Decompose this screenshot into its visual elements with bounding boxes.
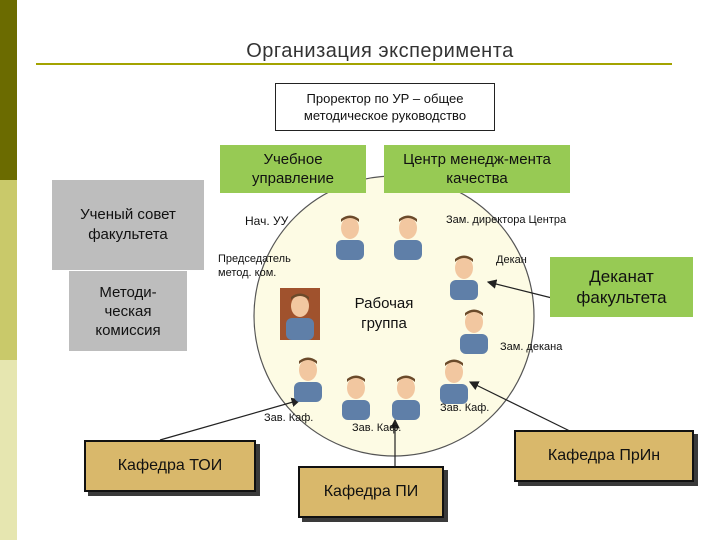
- role-nach-uu: Нач. УУ: [245, 214, 289, 228]
- sidebar-stripe-bottom: [0, 360, 17, 540]
- person-icon: [336, 215, 364, 260]
- uch-sovet-box: Ученый совет факультета: [52, 180, 204, 270]
- slide-title: Организация эксперимента: [246, 40, 514, 62]
- arrow-prin-to-zav: [468, 381, 581, 437]
- prorector-label: Проректор по УР – общее методическое рук…: [303, 91, 467, 123]
- sidebar-stripe-middle: [0, 180, 17, 360]
- role-predsedatel-text: Председатель метод. ком.: [218, 253, 291, 279]
- centr-box: Центр менедж-мента качества: [384, 145, 570, 193]
- person-icon: [342, 375, 370, 420]
- kafedra-pi-label: Кафедра ПИ: [323, 483, 419, 500]
- uchebnoe-label: Учебное управление: [251, 151, 335, 187]
- role-dekan: Декан: [496, 254, 527, 266]
- person-icon: [440, 359, 468, 404]
- working-group-text: Рабочая группа: [354, 295, 414, 332]
- kafedra-pi-box: Кафедра ПИ: [298, 466, 444, 518]
- dekanat-box: Деканат факультета: [550, 257, 693, 317]
- person-icon: [394, 215, 422, 260]
- title-divider: [36, 63, 672, 65]
- role-zam-dekana: Зам. декана: [500, 341, 563, 353]
- centr-label: Центр менедж-мента качества: [403, 151, 551, 187]
- person-icon: [286, 293, 314, 340]
- arrow-toi-to-zav: [159, 397, 302, 441]
- kafedra-toi-label: Кафедра ТОИ: [117, 457, 223, 474]
- chairperson-portrait: [280, 288, 320, 340]
- kafedra-toi-box: Кафедра ТОИ: [84, 440, 256, 492]
- role-zav-kaf-2: Зав. Каф.: [352, 422, 402, 434]
- person-icon: [460, 309, 488, 354]
- metod-label: Методи-ческая комиссия: [95, 283, 161, 339]
- kafedra-prin-box: Кафедра ПрИн: [514, 430, 694, 482]
- role-zam-direktora: Зам. директора Центра: [446, 214, 567, 226]
- sidebar-stripe-top: [0, 0, 17, 180]
- prorector-box: Проректор по УР – общее методическое рук…: [275, 83, 495, 131]
- role-zav-kaf-1: Зав. Каф.: [264, 412, 314, 424]
- uchebnoe-box: Учебное управление: [220, 145, 366, 193]
- arrow-dekanat-to-dekan: [486, 279, 561, 301]
- metod-box: Методи-ческая комиссия: [68, 270, 188, 352]
- person-icon: [294, 357, 322, 402]
- role-predsedatel: Председатель метод. ком.: [218, 252, 314, 280]
- role-zav-kaf-3: Зав. Каф.: [440, 402, 490, 414]
- person-icon: [450, 255, 478, 300]
- working-group-label: Рабочая группа: [336, 294, 432, 334]
- person-icon: [392, 375, 420, 420]
- uch-sovet-label: Ученый совет факультета: [80, 206, 176, 243]
- kafedra-prin-label: Кафедра ПрИн: [547, 447, 661, 464]
- dekanat-label: Деканат факультета: [576, 267, 667, 307]
